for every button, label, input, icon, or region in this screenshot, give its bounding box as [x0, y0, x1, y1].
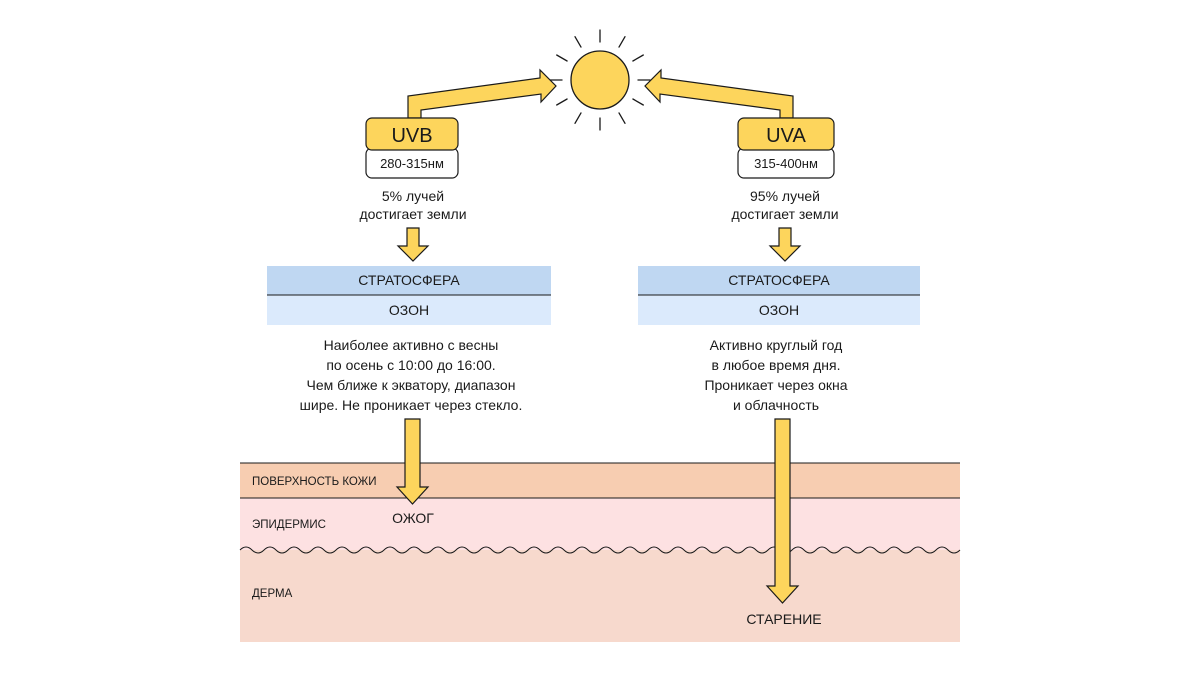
uva-desc-line2: в любое время дня. — [712, 357, 841, 373]
sun-ray — [618, 36, 626, 48]
uva-stratosphere-band — [638, 266, 920, 295]
uva-label: UVA — [766, 125, 806, 147]
uva-column: UVA 315-400нм 95% лучей достигает земли … — [638, 117, 920, 627]
uva-desc-line3: Проникает через окна — [704, 377, 847, 393]
sun-ray — [574, 112, 582, 124]
skin-surface-label: ПОВЕРХНОСТЬ КОЖИ — [252, 476, 376, 488]
sun-icon — [549, 29, 651, 131]
uvb-stratosphere-band — [267, 266, 551, 295]
uvb-desc-line4: шире. Не проникает через стекло. — [300, 397, 523, 413]
uvb-reach-line2: достигает земли — [359, 206, 466, 222]
uva-down-arrow-short — [768, 227, 802, 262]
sun-ray — [632, 98, 644, 106]
uvb-label: UVB — [391, 125, 432, 147]
skin-layers: ПОВЕРХНОСТЬ КОЖИ ЭПИДЕРМИС ДЕРМА — [239, 462, 961, 642]
skin-surface-layer — [240, 463, 960, 498]
sun-ray — [632, 54, 644, 62]
uvb-ozone-label: ОЗОН — [389, 302, 429, 318]
uva-ozone-band — [638, 295, 920, 325]
uva-reach-line1: 95% лучей — [750, 188, 820, 204]
uvb-penetration-arrow — [395, 418, 430, 505]
uvb-effect-label: ОЖОГ — [392, 510, 434, 526]
uvb-desc-line2: по осень с 10:00 до 16:00. — [326, 357, 495, 373]
uvb-down-arrow-short — [396, 227, 430, 262]
uva-reach-line2: достигает земли — [731, 206, 838, 222]
sun-ray — [556, 98, 568, 106]
uvb-stratosphere-label: СТРАТОСФЕРА — [358, 272, 460, 288]
uva-ozone-label: ОЗОН — [759, 302, 799, 318]
uvb-ray-arrow — [407, 68, 557, 119]
epidermis-label: ЭПИДЕРМИС — [252, 519, 326, 531]
sun-ray — [556, 54, 568, 62]
uva-label-box — [737, 117, 835, 151]
epidermis-layer — [240, 498, 960, 550]
sun-ray — [574, 36, 582, 48]
epidermis-dermis-boundary — [239, 546, 961, 554]
uvb-desc-line1: Наиболее активно с весны — [324, 337, 499, 353]
uva-range: 315-400нм — [754, 156, 818, 171]
uva-ray-arrow — [644, 68, 794, 119]
uvb-column: UVB 280-315нм 5% лучей достигает земли С… — [267, 117, 551, 526]
dermis-label: ДЕРМА — [252, 588, 293, 600]
uva-desc-line1: Активно круглый год — [710, 337, 843, 353]
uvb-label-box — [365, 117, 459, 151]
uva-effect-label: СТАРЕНИЕ — [746, 611, 821, 627]
uvb-ozone-band — [267, 295, 551, 325]
uvb-desc-line3: Чем ближе к экватору, диапазон — [307, 377, 516, 393]
uvb-reach-line1: 5% лучей — [382, 188, 444, 204]
uva-stratosphere-label: СТРАТОСФЕРА — [728, 272, 830, 288]
uva-desc-line4: и облачность — [733, 397, 819, 413]
sun-ray — [618, 112, 626, 124]
dermis-layer — [240, 550, 960, 642]
uvb-range: 280-315нм — [380, 156, 444, 171]
uva-penetration-arrow — [765, 418, 800, 604]
